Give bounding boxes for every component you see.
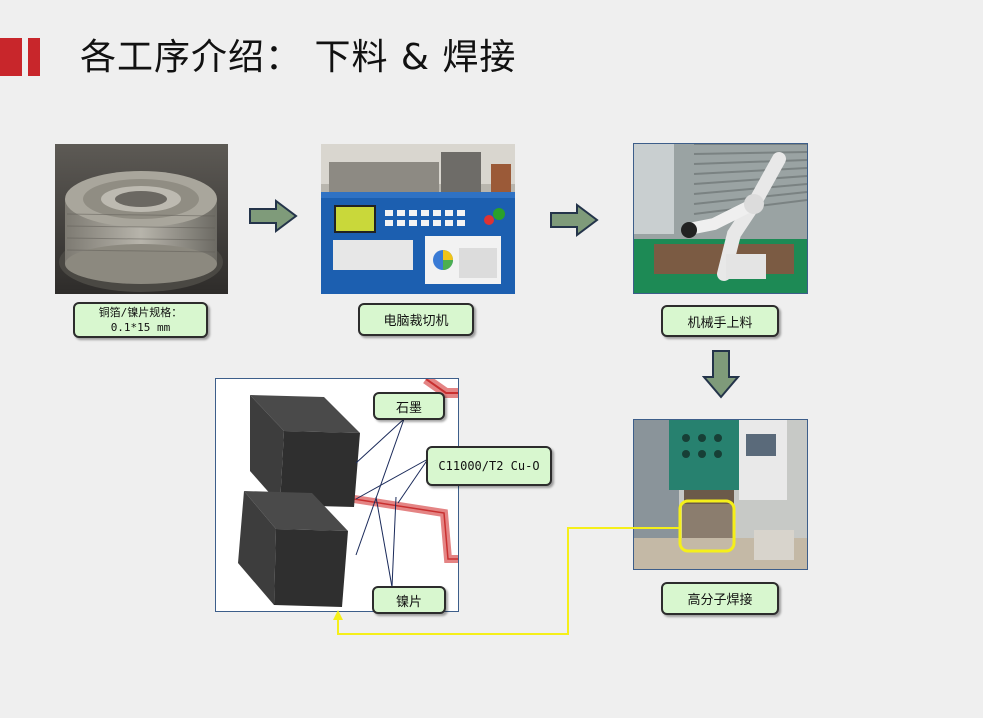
flow-arrow-right-icon (549, 203, 599, 237)
foil-spec-label: 铜箔/镍片规格： 0.1*15 mm (73, 302, 208, 338)
highlight-connector-line (330, 520, 680, 640)
title-accent-bar-small (28, 38, 40, 76)
page-title: 各工序介绍： 下料 & 焊接 (80, 37, 517, 78)
welding-machine-photo (633, 419, 808, 570)
robot-loading-label: 机械手上料 (661, 305, 779, 337)
foil-spec-line1: 铜箔/镍片规格： (98, 306, 183, 319)
cutting-machine-photo (321, 144, 515, 294)
copper-foil-roll-photo (55, 144, 228, 294)
cutter-label: 电脑裁切机 (358, 303, 474, 336)
robot-arm-photo (633, 143, 808, 294)
flow-arrow-down-icon (702, 349, 740, 399)
graphite-label: 石墨 (373, 392, 445, 420)
copper-grade-label: C11000/T2 Cu-O (426, 446, 552, 486)
flow-arrow-right-icon (248, 199, 298, 233)
welding-label: 高分子焊接 (661, 582, 779, 615)
foil-spec-line2: 0.1*15 mm (110, 321, 171, 334)
nickel-sheet-label: 镍片 (372, 586, 446, 614)
title-accent-bar (0, 38, 22, 76)
